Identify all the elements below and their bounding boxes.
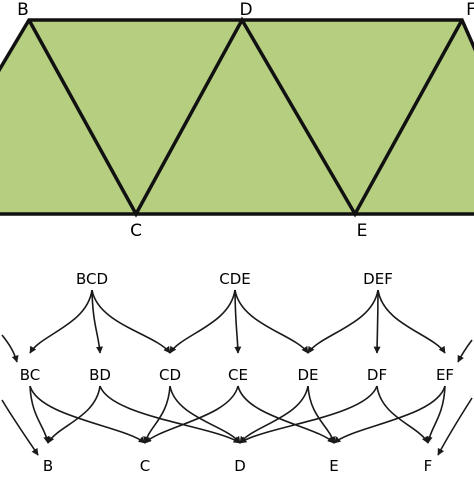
edge-bc-b — [29, 385, 51, 444]
vertex-label-f: F — [466, 0, 474, 20]
hasse-nodes: BCD CDE DEF BC BD CD CE DE DF EF B C D E… — [20, 270, 454, 475]
node-d: D — [234, 457, 246, 474]
partial-edge — [1, 399, 39, 456]
edge-def-df — [373, 289, 381, 354]
edge-ce-e — [237, 385, 335, 444]
strip-fill — [0, 18, 474, 216]
node-def: DEF — [363, 270, 393, 288]
edge-def-ef — [377, 289, 446, 354]
node-bd: BD — [89, 366, 111, 384]
edge-cde-cd — [169, 289, 236, 354]
edge-de-d — [239, 385, 309, 444]
edge-bcd-cd — [91, 289, 171, 354]
edge-ce-c — [144, 385, 239, 444]
node-bc: BC — [20, 366, 41, 384]
edge-ef-e — [333, 385, 446, 444]
node-bcd: BCD — [76, 270, 108, 288]
partial-edge — [437, 397, 473, 456]
edge-de-e — [307, 385, 336, 444]
vertex-label-b: B — [17, 0, 29, 20]
node-ce: CE — [228, 366, 248, 384]
vertex-label-d: D — [239, 0, 252, 20]
node-cd: CD — [159, 366, 181, 384]
triangle-strip — [0, 16, 474, 218]
edge-bcd-bc — [29, 289, 93, 354]
partial-edge — [1, 334, 19, 363]
edge-bc-c — [29, 385, 146, 444]
node-b: B — [43, 457, 53, 474]
node-df: DF — [367, 366, 387, 384]
edge-bd-b — [47, 385, 101, 444]
node-cde: CDE — [219, 270, 251, 288]
vertex-labels: B C D E F — [17, 0, 474, 241]
edge-cde-de — [234, 289, 309, 354]
edge-bcd-bd — [91, 289, 104, 354]
edge-ef-f — [425, 385, 446, 444]
node-c: C — [140, 457, 150, 474]
edge-cd-d — [169, 385, 241, 444]
vertex-label-e: E — [357, 221, 368, 241]
edge-def-de — [307, 289, 379, 354]
partial-edge — [457, 339, 473, 363]
edge-bd-d — [99, 385, 241, 444]
hasse-edges — [1, 289, 473, 456]
node-de: DE — [297, 366, 318, 384]
edge-df-d — [239, 385, 378, 444]
node-ef: EF — [436, 366, 454, 384]
vertex-label-c: C — [130, 221, 142, 241]
node-f: F — [424, 457, 433, 474]
edge-df-f — [376, 385, 429, 444]
triangulation-edges — [27, 16, 464, 218]
node-e: E — [329, 457, 338, 474]
edge-cde-ce — [234, 289, 242, 354]
